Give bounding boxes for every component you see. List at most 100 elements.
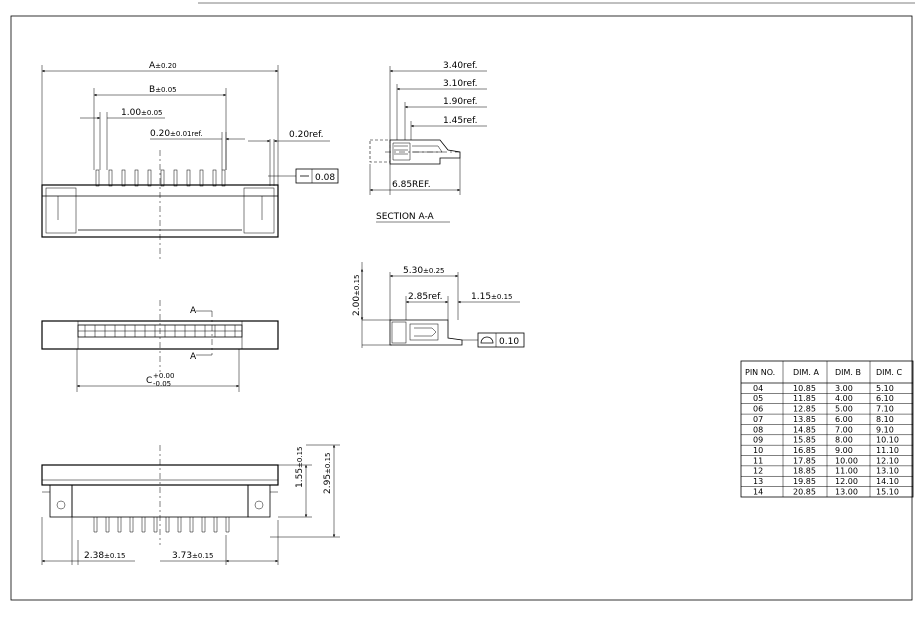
table-cell: 14.10 (876, 477, 899, 486)
table-cell: 16.85 (793, 446, 816, 455)
side-lead-tol: ±0.15 (491, 293, 512, 301)
table-cell: 14 (753, 487, 763, 496)
table-cell: 3.00 (835, 384, 853, 393)
profile-icon (480, 336, 494, 344)
side-height-tol: ±0.15 (353, 275, 361, 296)
svg-text:1.55±0.15: 1.55±0.15 (295, 447, 305, 489)
section-d5: 6.85REF. (392, 180, 431, 190)
table-cell: 12.10 (876, 456, 899, 465)
front-pins (93, 517, 230, 533)
front-w2-tol: ±0.15 (192, 552, 213, 560)
dim-b-tol: ±0.05 (155, 86, 176, 94)
table-cell: 7.10 (876, 405, 894, 414)
table-cell: 17.85 (793, 456, 816, 465)
table-cell: 12.85 (793, 405, 816, 414)
marker-top: A (190, 306, 197, 316)
profile-frame (477, 332, 525, 348)
table-cell: 04 (753, 384, 763, 393)
front-h1: 1.55 (295, 468, 305, 488)
table-cell: 11.10 (876, 446, 899, 455)
marker-bottom: A (190, 352, 197, 362)
dim-c-label: C (146, 376, 152, 386)
table-cell: 13.00 (835, 487, 858, 496)
svg-text:B±0.05: B±0.05 (149, 85, 177, 95)
table-cell: 6.10 (876, 394, 894, 403)
section-d1: 3.40ref. (443, 61, 477, 71)
front-w1: 2.38 (84, 551, 104, 561)
table-cell: 11.00 (835, 467, 858, 476)
table-cell: 11 (753, 456, 763, 465)
svg-text:2.38±0.15: 2.38±0.15 (84, 551, 126, 561)
table-cell: 9.00 (835, 446, 853, 455)
table-cell: 13.10 (876, 467, 899, 476)
table-cell: 10.85 (793, 384, 816, 393)
svg-text:C: C (146, 376, 152, 386)
svg-text:5.30±0.25: 5.30±0.25 (403, 266, 445, 276)
dim-a-label: A (149, 61, 156, 71)
svg-text:A±0.20: A±0.20 (149, 61, 177, 71)
table-cell: 15.85 (793, 436, 816, 445)
svg-text:0.20±0.01ref.: 0.20±0.01ref. (150, 129, 203, 139)
table-cell: 12.00 (835, 477, 858, 486)
top-view: A±0.20 B±0.05 1.00±0.05 0.20±0.01ref. 0.… (41, 61, 339, 262)
table-cell: 05 (753, 394, 763, 403)
pin-thick-label: 0.20ref. (289, 130, 323, 140)
pin-width-tol: ±0.01ref. (170, 130, 203, 138)
table-cell: 13 (753, 477, 763, 486)
table-cell: 6.00 (835, 415, 853, 424)
table-cell: 10.00 (835, 456, 858, 465)
side-inner: 2.85ref. (408, 292, 442, 302)
top-pins (95, 169, 226, 187)
drawing-frame (10, 15, 913, 601)
flatness-label: 0.08 (315, 173, 335, 183)
table-cell: 13.85 (793, 415, 816, 424)
side-width: 5.30 (403, 266, 423, 276)
table-cell: 07 (753, 415, 763, 424)
dim-c-tol-plus: +0.00 (153, 372, 174, 380)
table-cell: 7.00 (835, 425, 853, 434)
table-cell: 19.85 (793, 477, 816, 486)
section-d4: 1.45ref. (443, 116, 477, 126)
table-cell: 18.85 (793, 467, 816, 476)
svg-text:2.95±0.15: 2.95±0.15 (323, 453, 333, 495)
dim-c-tol-minus: -0.05 (153, 380, 171, 388)
section-d2: 3.10ref. (443, 79, 477, 89)
front-h2: 2.95 (323, 474, 333, 494)
table-cell: 5.10 (876, 384, 894, 393)
svg-text:1.15±0.15: 1.15±0.15 (471, 292, 513, 302)
table-header-cell: DIM. C (876, 368, 903, 377)
section-view: 3.40ref. 3.10ref. 1.90ref. 1.45ref. 6.85… (369, 61, 487, 223)
pitch-label: 1.00 (121, 108, 141, 118)
section-title: SECTION A-A (376, 212, 435, 222)
table-cell: 08 (753, 425, 763, 434)
table-cell: 4.00 (835, 394, 853, 403)
front-h2-tol: ±0.15 (324, 453, 332, 474)
table-cell: 10 (753, 446, 763, 455)
table-cell: 10.10 (876, 436, 899, 445)
table-header-cell: DIM. B (835, 368, 861, 377)
table-cell: 9.10 (876, 425, 894, 434)
dim-a-tol: ±0.20 (155, 62, 176, 70)
table-cell: 06 (753, 405, 763, 414)
side-height: 2.00 (352, 296, 362, 316)
left-peg-hole (56, 500, 66, 510)
front-w1-tol: ±0.15 (104, 552, 125, 560)
side-view: 2.00±0.15 5.30±0.25 2.85ref. 1.15±0.15 0… (352, 262, 525, 348)
table-cell: 5.00 (835, 405, 853, 414)
table-cell: 12 (753, 467, 763, 476)
pin-width-label: 0.20 (150, 129, 170, 139)
pitch-tol: ±0.05 (141, 109, 162, 117)
table-cell: 11.85 (793, 394, 816, 403)
side-width-tol: ±0.25 (423, 267, 444, 275)
middle-view: A A C +0.00 -0. (41, 300, 279, 392)
dim-b-label: B (149, 85, 155, 95)
table-cell: 8.10 (876, 415, 894, 424)
svg-text:1.00±0.05: 1.00±0.05 (121, 108, 163, 118)
middle-contacts (84, 325, 236, 337)
table-header-cell: PIN NO. (745, 368, 775, 377)
table-cell: 09 (753, 436, 763, 445)
side-lead: 1.15 (471, 292, 491, 302)
flatness-frame (295, 168, 339, 184)
table-cell: 8.00 (835, 436, 853, 445)
